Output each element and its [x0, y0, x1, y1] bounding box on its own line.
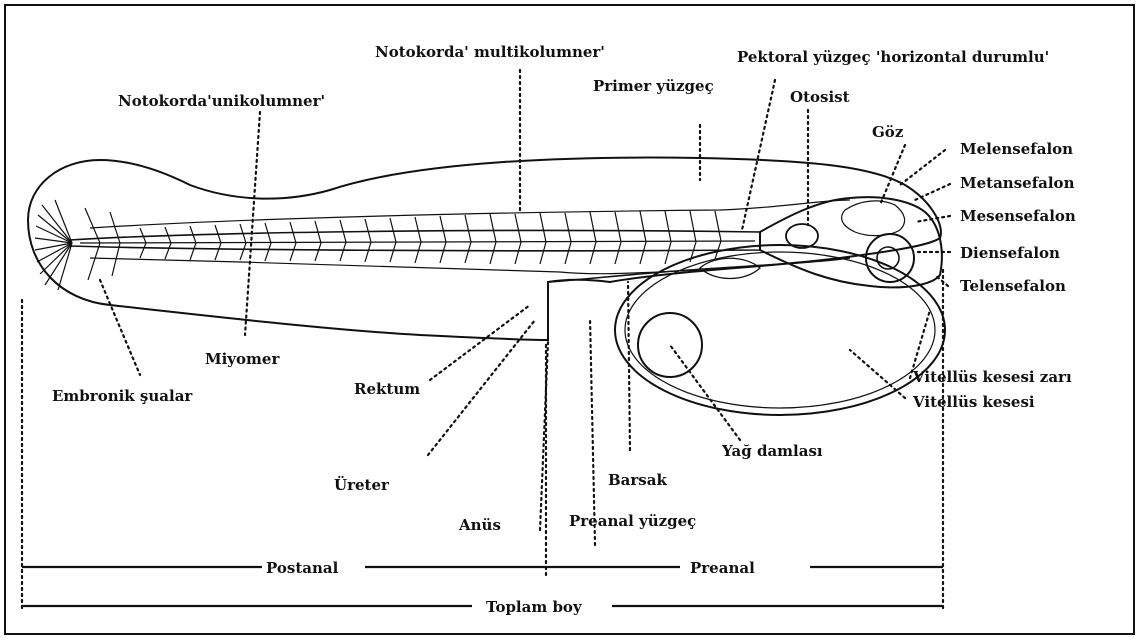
- myomeres: [140, 211, 721, 264]
- label-diencephalon: Diensefalon: [960, 244, 1060, 262]
- label-total-length: Toplam boy: [486, 598, 583, 616]
- label-postanal: Postanal: [266, 559, 339, 577]
- otocyst: [786, 224, 818, 248]
- label-eye: Göz: [872, 123, 904, 141]
- leader-lines: [100, 70, 950, 545]
- label-myomere: Miyomer: [205, 350, 280, 368]
- label-preanal-fin: Preanal yüzgeç: [569, 512, 696, 530]
- label-intestine: Barsak: [608, 471, 667, 489]
- body-upper-edge: [90, 200, 850, 228]
- label-primary-fin: Primer yüzgeç: [593, 77, 714, 95]
- label-metencephalon: Metansefalon: [960, 174, 1075, 192]
- label-pectoral-fin: Pektoral yüzgeç 'horizontal durumlu': [737, 48, 1049, 66]
- notochord: [70, 230, 760, 250]
- oil-droplet: [638, 313, 702, 377]
- label-telencephalon: Telensefalon: [960, 277, 1066, 295]
- label-embryonic-rays: Embronik şualar: [52, 387, 193, 405]
- label-yolk-membrane: Vitellüs kesesi zarı: [912, 368, 1072, 386]
- label-anus: Anüs: [458, 516, 501, 534]
- label-melencephalon: Melensefalon: [960, 140, 1073, 158]
- label-notochord-uni: Notokorda'unikolumner': [118, 92, 325, 110]
- yolk-sac-membrane: [625, 252, 935, 408]
- labels: Notokorda' multikolumner' Pektoral yüzge…: [52, 43, 1076, 616]
- body-lower-edge: [90, 258, 700, 274]
- embryonic-rays: [35, 200, 120, 290]
- measurement-lines: [22, 270, 943, 610]
- label-notochord-multi: Notokorda' multikolumner': [375, 43, 605, 61]
- brain-lobes: [842, 201, 905, 236]
- label-preanal: Preanal: [690, 559, 755, 577]
- label-oil-droplet: Yağ damlası: [721, 442, 823, 460]
- label-yolk-sac: Vitellüs kesesi: [912, 393, 1035, 411]
- label-otocyst: Otosist: [790, 88, 850, 106]
- notochord-axis: [80, 241, 755, 243]
- label-ureter: Üreter: [334, 475, 390, 494]
- label-rectum: Rektum: [354, 380, 420, 398]
- label-mesencephalon: Mesensefalon: [960, 207, 1076, 225]
